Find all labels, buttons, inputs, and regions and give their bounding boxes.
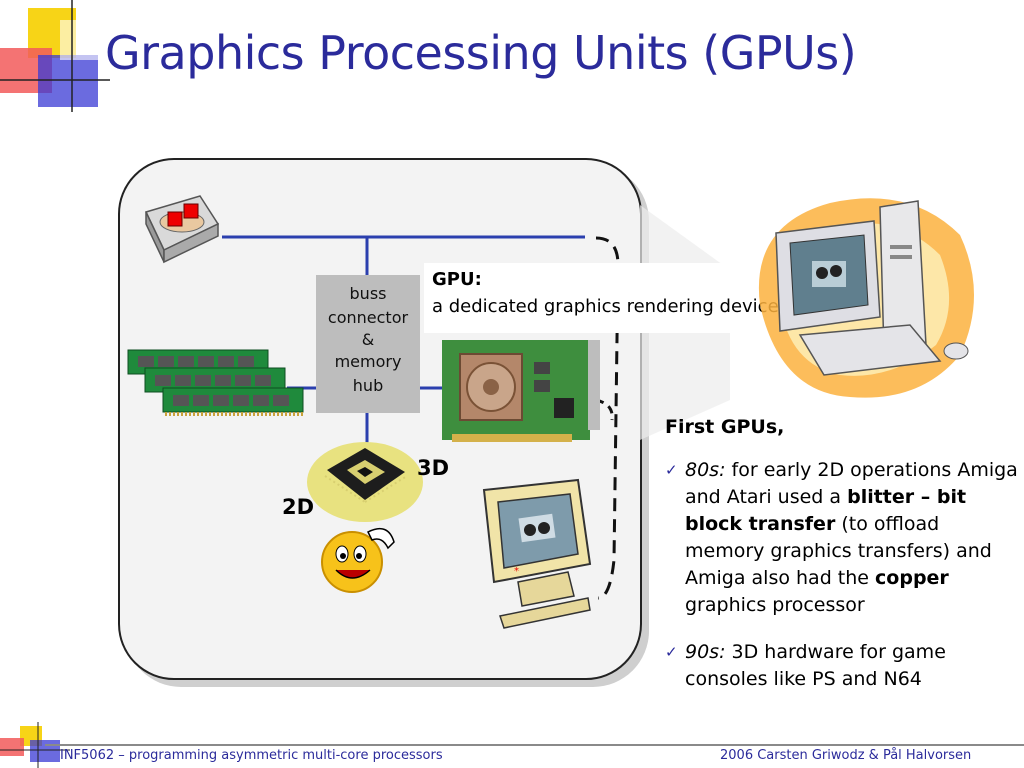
desktop-computer-icon xyxy=(758,198,974,398)
gpu-history-text: First GPUs, ✓ 80s: for early 2D operatio… xyxy=(665,414,1020,713)
footer-divider xyxy=(45,744,1024,746)
svg-text:*: * xyxy=(514,566,519,577)
checkmark-icon: ✓ xyxy=(665,461,678,479)
hub-line: & xyxy=(361,330,375,349)
memory-modules-icon xyxy=(127,349,304,416)
hub-line: buss xyxy=(349,284,387,303)
smiley-icon xyxy=(321,527,395,593)
bullet-90s: ✓ 90s: 3D hardware for game consoles lik… xyxy=(665,639,1020,693)
checkmark-icon: ✓ xyxy=(665,643,678,661)
bold-term: copper xyxy=(875,567,949,589)
bullet-text: 3D hardware for game consoles like PS an… xyxy=(685,641,946,690)
hard-drive-icon xyxy=(144,195,220,264)
graphics-card-icon xyxy=(442,340,600,442)
era-label: 80s: xyxy=(685,459,726,481)
section-heading: First GPUs, xyxy=(665,416,785,438)
hub-line: connector xyxy=(327,308,409,327)
bullet-text: (to offload memory graphics transfers) a… xyxy=(685,513,992,589)
bold-term: blitter – bit block transfer xyxy=(685,486,967,535)
hub-line: memory xyxy=(334,352,402,371)
cpu-chip-icon xyxy=(307,442,423,522)
bullet-text: for early 2D operations Amiga and Atari … xyxy=(685,459,1018,508)
hub-line: hub xyxy=(352,376,384,395)
gpu-definition-box: GPU: a dedicated graphics rendering devi… xyxy=(424,263,820,333)
page-title: Graphics Processing Units (GPUs) xyxy=(105,26,857,80)
label-3d: 3D xyxy=(417,456,450,480)
monitor-icon: * xyxy=(482,478,592,629)
gpu-definition: a dedicated graphics rendering device xyxy=(432,296,779,317)
label-2d: 2D xyxy=(282,495,315,519)
dashed-path-monitor xyxy=(595,236,620,600)
hub-box: buss connector & memory hub xyxy=(316,275,420,413)
corner-decoration xyxy=(0,0,110,115)
gpu-title: GPU: xyxy=(432,269,482,290)
era-label: 90s: xyxy=(685,641,726,663)
bullet-text: graphics processor xyxy=(685,594,865,616)
footer-course: INF5062 – programming asymmetric multi-c… xyxy=(60,748,443,763)
bullet-80s: ✓ 80s: for early 2D operations Amiga and… xyxy=(665,457,1020,619)
footer-authors: 2006 Carsten Griwodz & Pål Halvorsen xyxy=(720,748,972,763)
